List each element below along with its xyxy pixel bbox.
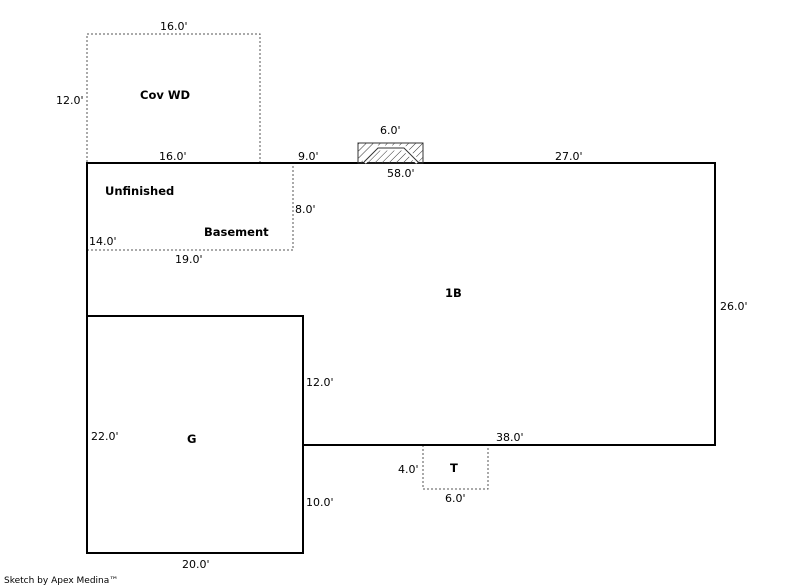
area-garage: G [187,432,196,446]
sketch-credit: Sketch by Apex Medina™ [4,576,118,586]
chimney-fireplace [357,142,424,164]
dim-8: 8.0' [295,203,316,216]
dim-27: 27.0' [555,150,583,163]
area-unfinished: Unfinished [105,184,174,198]
area-t: T [450,461,458,475]
dim-26: 26.0' [720,300,748,313]
dim-38: 38.0' [496,431,524,444]
dim-22: 22.0' [91,430,119,443]
dim-10: 10.0' [306,496,334,509]
dim-t-6: 6.0' [445,492,466,505]
dim-19: 19.0' [175,253,203,266]
garage-outline [87,315,304,445]
area-cov-wd: Cov WD [140,88,190,102]
dim-12: 12.0' [306,376,334,389]
dim-t-4: 4.0' [398,463,419,476]
dim-chimney-6: 6.0' [380,124,401,137]
dim-9: 9.0' [298,150,319,163]
dim-14: 14.0' [89,235,117,248]
dim-58: 58.0' [387,167,415,180]
dim-cov-top: 16.0' [160,20,188,33]
unfinished-basement-outline [87,163,294,251]
area-1b: 1B [445,286,462,300]
dim-cov-side: 12.0' [56,94,84,107]
area-basement: Basement [204,225,269,239]
dim-cov-bottom: 16.0' [159,150,187,163]
dim-20: 20.0' [182,558,210,571]
t-outline [422,445,489,490]
main-house-outline [86,162,716,554]
